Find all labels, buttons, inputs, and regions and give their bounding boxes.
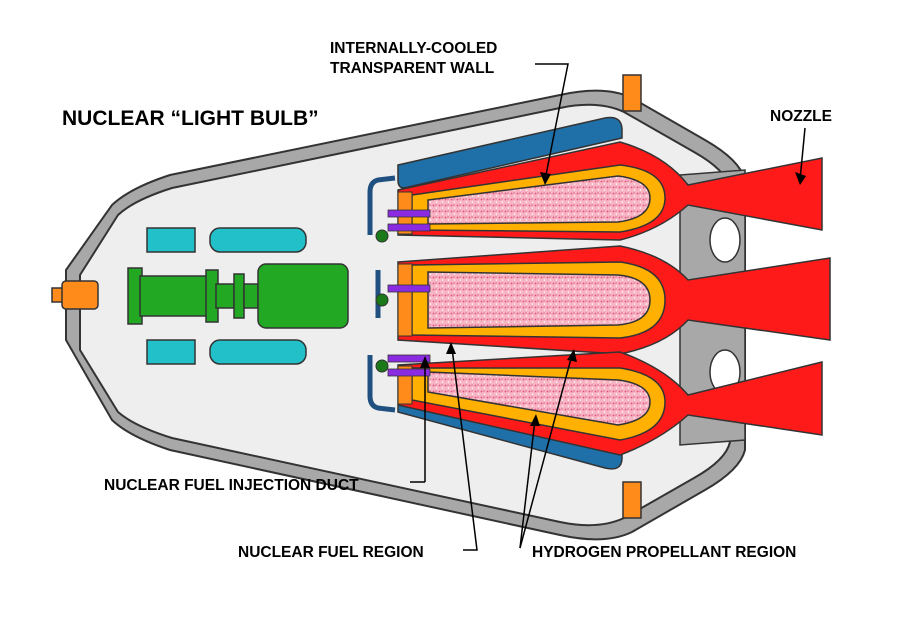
injection-duct	[387, 284, 431, 293]
injection-duct	[387, 209, 431, 218]
diagram-title: NUCLEAR “LIGHT BULB”	[62, 107, 319, 130]
label-nozzle: NOZZLE	[770, 108, 832, 125]
label-wall-line2: TRANSPARENT WALL	[330, 60, 494, 77]
bottom-mount	[622, 481, 642, 519]
label-fuel-region: NUCLEAR FUEL REGION	[238, 544, 424, 561]
injector-cap	[397, 263, 413, 337]
turbopump	[127, 263, 349, 329]
side-tank	[209, 227, 307, 253]
arrowhead	[420, 356, 430, 368]
label-injection-duct: NUCLEAR FUEL INJECTION DUCT	[104, 477, 359, 494]
leader-lines	[410, 63, 573, 551]
label-hydrogen-region: HYDROGEN PROPELLANT REGION	[532, 544, 796, 561]
injection-duct	[387, 354, 431, 363]
manifold-pipe	[367, 175, 396, 235]
top-mount	[622, 74, 642, 112]
arrowhead	[446, 342, 456, 354]
coolant-tank-top	[397, 116, 623, 189]
injector-valve	[375, 293, 389, 307]
rear-mount-block	[61, 280, 99, 310]
manifold-pipe	[367, 355, 396, 413]
injection-duct	[387, 368, 431, 377]
injection-duct	[387, 223, 431, 232]
engine-unit-bottom	[397, 351, 823, 456]
side-tank	[146, 339, 196, 365]
structure-cutout	[709, 217, 741, 263]
side-tank	[146, 227, 196, 253]
engine-unit-middle	[397, 245, 831, 355]
injector-valve	[375, 229, 389, 243]
side-tank	[209, 339, 307, 365]
injector-valve	[375, 359, 389, 373]
engine-unit-top	[397, 141, 823, 241]
nozzle-leader	[799, 127, 806, 181]
arrowhead	[540, 172, 551, 185]
arrowhead	[567, 349, 577, 362]
label-wall-line1: INTERNALLY-COOLED	[330, 40, 497, 57]
arrowhead	[530, 414, 540, 426]
